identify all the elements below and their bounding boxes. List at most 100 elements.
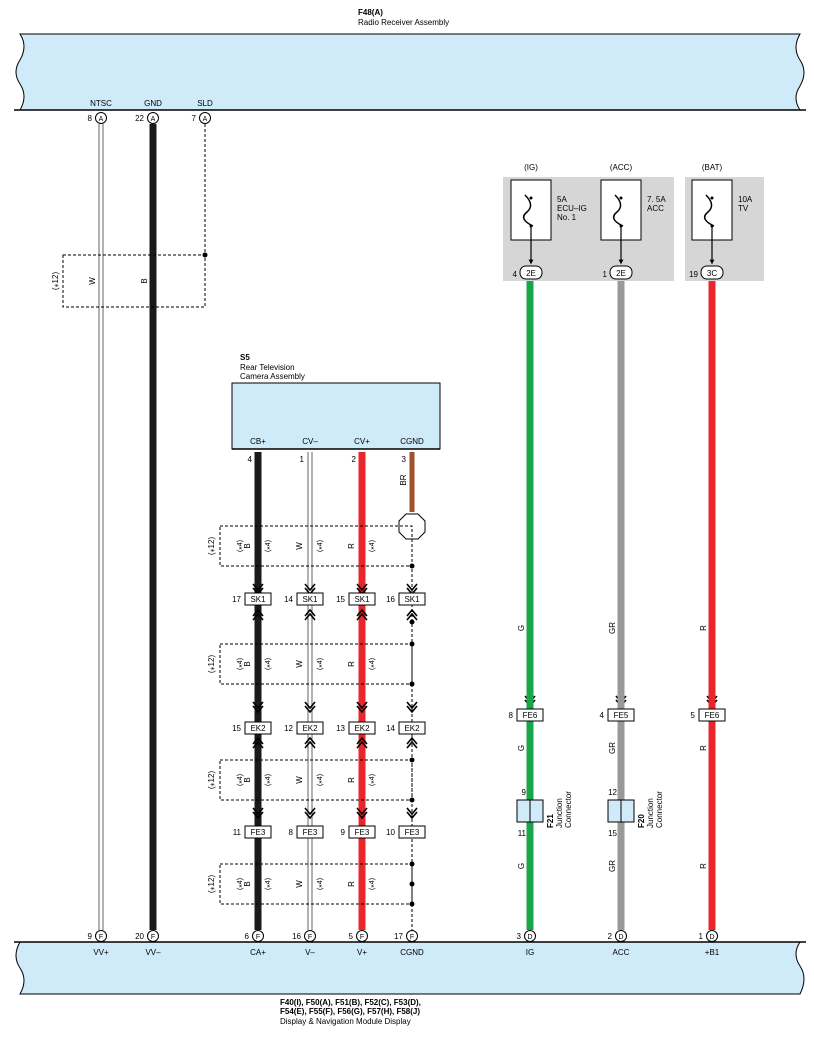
svg-text:F: F (99, 934, 103, 941)
svg-text:SLD: SLD (197, 99, 213, 108)
svg-text:6: 6 (245, 932, 250, 941)
svg-text:A: A (99, 116, 104, 123)
svg-text:No. 1: No. 1 (557, 213, 577, 222)
svg-text:(⁎12): (⁎12) (207, 771, 216, 790)
svg-text:GR: GR (608, 622, 617, 634)
svg-text:SK1: SK1 (250, 595, 266, 604)
svg-text:(⁎4): (⁎4) (317, 540, 324, 552)
svg-text:W: W (295, 542, 304, 550)
svg-text:GR: GR (608, 860, 617, 872)
radio-receiver-assembly: F48(A) Radio Receiver Assembly (14, 8, 806, 111)
svg-text:(⁎12): (⁎12) (207, 875, 216, 894)
svg-text:7: 7 (192, 114, 197, 123)
svg-text:FE3: FE3 (251, 828, 266, 837)
svg-text:14: 14 (284, 595, 293, 604)
svg-text:(⁎4): (⁎4) (237, 658, 244, 670)
svg-text:G: G (517, 745, 526, 751)
svg-text:FE3: FE3 (355, 828, 370, 837)
svg-text:NTSC: NTSC (90, 99, 112, 108)
wire-color-gnd: B (140, 278, 149, 283)
svg-text:ACC: ACC (613, 948, 630, 957)
radio-pin-ntsc: NTSC 8 A (88, 99, 112, 124)
svg-text:SK1: SK1 (404, 595, 420, 604)
svg-text:B: B (243, 777, 252, 782)
svg-text:R: R (347, 543, 356, 549)
radio-pins: NTSC 8 A GND 22 A SLD 7 A (88, 99, 213, 124)
svg-text:9: 9 (341, 828, 346, 837)
svg-text:R: R (699, 745, 708, 751)
svg-text:2E: 2E (526, 269, 536, 278)
svg-text:(IG): (IG) (524, 163, 538, 172)
svg-text:IG: IG (526, 948, 534, 957)
svg-text:GR: GR (608, 742, 617, 754)
svg-text:EK2: EK2 (404, 724, 420, 733)
shield-boxes: (⁎12) (⁎4) (⁎4) (⁎4) (⁎4) B W R (⁎12) (⁎… (207, 525, 415, 907)
svg-text:15: 15 (608, 829, 617, 838)
svg-text:F: F (308, 934, 312, 941)
svg-text:CV–: CV– (302, 437, 318, 446)
junction-f21: 9 11 F21 Junction Connector (516, 788, 573, 838)
svg-text:FE6: FE6 (523, 711, 538, 720)
svg-text:4: 4 (513, 270, 518, 279)
svg-text:Connector: Connector (655, 791, 664, 828)
svg-text:3C: 3C (707, 269, 717, 278)
svg-text:10: 10 (386, 828, 395, 837)
svg-text:F: F (151, 934, 155, 941)
svg-text:VV–: VV– (145, 948, 161, 957)
svg-text:F20: F20 (637, 814, 646, 828)
svg-text:Junction: Junction (646, 798, 655, 828)
radio-receiver-code: F48(A) (358, 8, 383, 17)
radio-pin-sld: SLD 7 A (192, 99, 213, 124)
svg-text:10A: 10A (738, 195, 753, 204)
svg-text:15: 15 (336, 595, 345, 604)
svg-text:14: 14 (386, 724, 395, 733)
svg-text:(⁎4): (⁎4) (265, 658, 272, 670)
svg-text:(⁎4): (⁎4) (317, 774, 324, 786)
junction-f20: 12 15 F20 Junction Connector (607, 788, 664, 838)
svg-text:EK2: EK2 (354, 724, 370, 733)
svg-text:(⁎4): (⁎4) (237, 878, 244, 890)
svg-text:A: A (151, 116, 156, 123)
wire-color-ntsc: W (88, 277, 97, 285)
svg-text:19: 19 (689, 270, 698, 279)
svg-text:F21: F21 (546, 814, 555, 828)
svg-text:W: W (295, 660, 304, 668)
svg-text:(⁎4): (⁎4) (237, 540, 244, 552)
svg-text:TV: TV (738, 204, 749, 213)
svg-text:D: D (527, 934, 532, 941)
svg-text:G: G (517, 625, 526, 631)
svg-text:15: 15 (232, 724, 241, 733)
svg-text:SK1: SK1 (354, 595, 370, 604)
svg-text:1: 1 (699, 932, 704, 941)
svg-text:B: B (243, 881, 252, 886)
svg-text:2: 2 (608, 932, 613, 941)
svg-text:W: W (295, 776, 304, 784)
svg-text:F: F (360, 934, 364, 941)
svg-text:R: R (699, 625, 708, 631)
svg-text:ACC: ACC (647, 204, 664, 213)
svg-text:GND: GND (144, 99, 162, 108)
svg-text:5A: 5A (557, 195, 567, 204)
svg-text:CGND: CGND (400, 948, 424, 957)
svg-text:(⁎4): (⁎4) (369, 658, 376, 670)
svg-text:CA+: CA+ (250, 948, 266, 957)
camera-wires: BR (254, 452, 426, 930)
camera-code: S5 (240, 353, 250, 362)
svg-text:F: F (256, 934, 260, 941)
svg-text:9: 9 (88, 932, 93, 941)
svg-text:17: 17 (232, 595, 241, 604)
svg-text:(⁎4): (⁎4) (237, 774, 244, 786)
svg-text:13: 13 (336, 724, 345, 733)
svg-text:CV+: CV+ (354, 437, 370, 446)
display-navigation-assembly: F40(I), F50(A), F51(B), F52(C), F53(D), … (14, 941, 806, 1026)
svg-text:V–: V– (305, 948, 315, 957)
svg-text:Connector: Connector (564, 791, 573, 828)
svg-text:8: 8 (509, 711, 514, 720)
